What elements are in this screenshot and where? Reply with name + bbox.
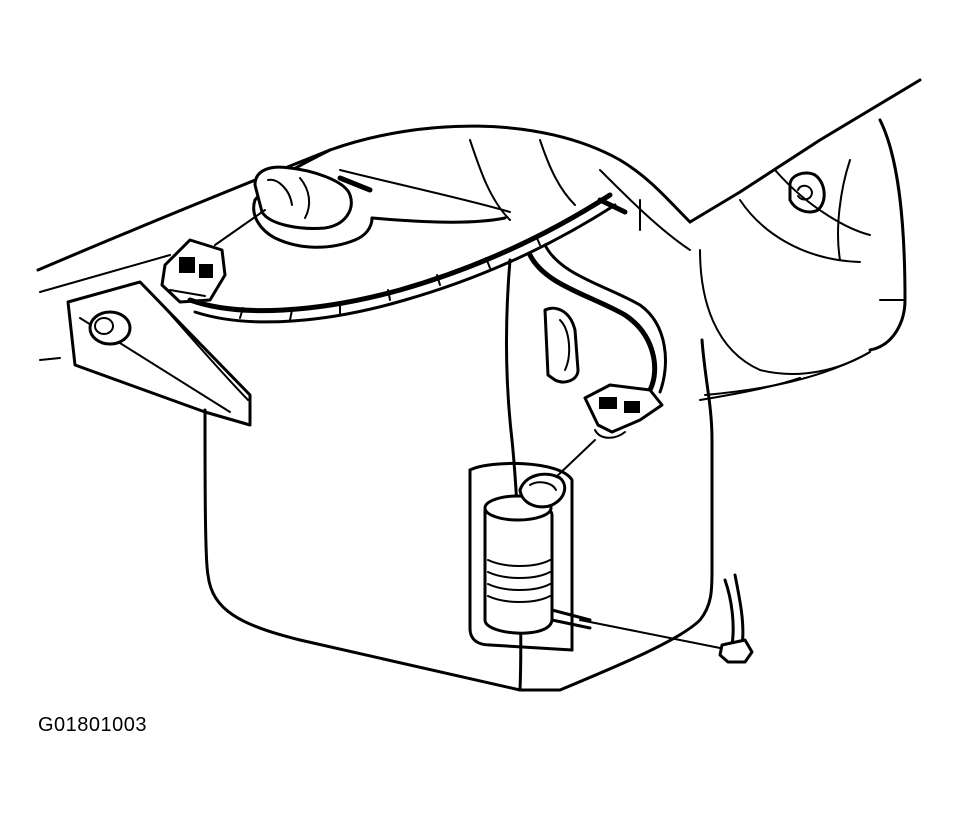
fender-lower-curve	[700, 378, 800, 400]
figure-code-label: G01801003	[38, 714, 148, 736]
washer-pump-icon	[485, 474, 565, 633]
fender-grommet-icon	[790, 173, 824, 212]
pump-recess	[470, 463, 572, 650]
leader-line-connector	[215, 210, 265, 245]
bracket-bolt-icon	[90, 312, 130, 344]
mounting-bracket	[68, 282, 250, 425]
harness-clip-icon	[545, 308, 578, 382]
body-panel	[38, 80, 920, 395]
washer-hose	[552, 575, 752, 662]
pump-connector-icon	[585, 385, 662, 438]
level-sensor-connector-icon	[162, 240, 225, 302]
filler-cap-icon	[255, 167, 370, 228]
wiring-harness	[190, 195, 665, 392]
